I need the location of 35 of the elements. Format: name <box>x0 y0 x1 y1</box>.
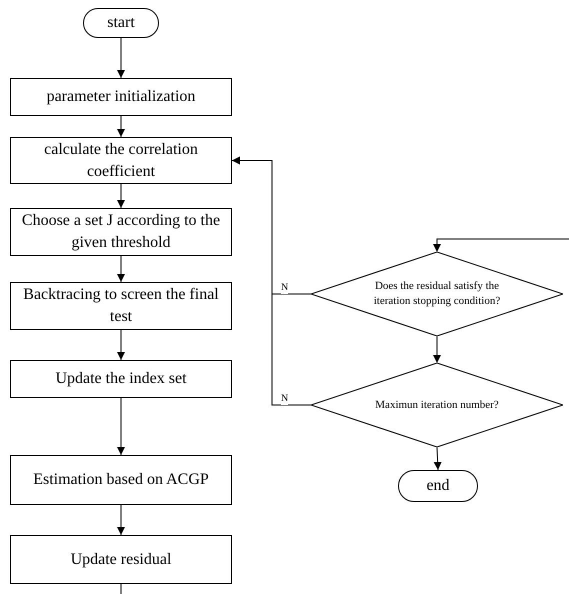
node-label: Maximun iteration number? <box>374 398 500 412</box>
node-label: Update the index set <box>55 369 187 389</box>
edge-label: N <box>281 282 288 294</box>
arrow <box>117 398 125 456</box>
arrow <box>433 238 569 252</box>
node-label: parameter initialization <box>46 87 196 107</box>
edge-label: N <box>281 393 288 405</box>
arrow <box>117 330 125 360</box>
arrow <box>117 116 125 138</box>
node-label: calculate the correlation coefficient <box>43 140 199 182</box>
arrow <box>117 504 125 536</box>
node-label: Estimation based on ACGP <box>33 470 209 490</box>
process-box <box>10 137 232 184</box>
decision-diamond <box>311 363 563 447</box>
node-label: Update residual <box>70 550 172 570</box>
node-label: Does the residual satisfy the iteration stopping condition? <box>372 279 502 309</box>
process-box <box>10 78 232 116</box>
arrow <box>117 38 125 78</box>
terminal-node <box>83 8 159 38</box>
arrow <box>434 446 442 470</box>
process-box <box>10 360 232 398</box>
arrow <box>433 336 441 364</box>
arrow <box>117 184 125 208</box>
terminal-node <box>398 470 478 502</box>
decision-diamond <box>311 252 563 336</box>
process-box <box>10 208 232 256</box>
process-box <box>10 282 232 330</box>
process-box <box>10 535 232 584</box>
node-label: start <box>107 14 135 32</box>
arrow <box>232 156 312 406</box>
arrow <box>117 256 125 282</box>
node-label: end <box>426 477 450 495</box>
process-box <box>10 455 232 505</box>
node-label: Choose a set J according to the given threshold <box>20 211 222 253</box>
node-label: Backtracing to screen the final test <box>22 285 220 327</box>
